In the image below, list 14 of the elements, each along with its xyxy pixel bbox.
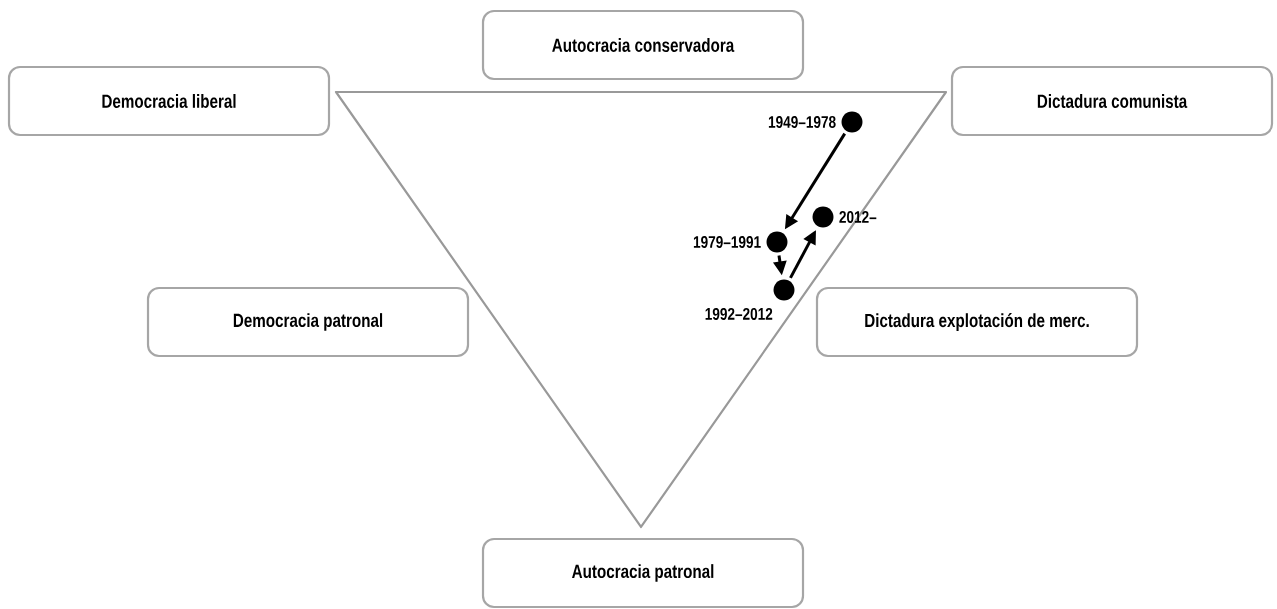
date-label: 2012– bbox=[839, 210, 877, 223]
label-box: Autocracia conservadora bbox=[481, 9, 805, 81]
label-box: Dictadura comunista bbox=[950, 65, 1274, 137]
label-box: Democracia patronal bbox=[146, 286, 470, 358]
label-box: Autocracia patronal bbox=[481, 537, 805, 609]
label-box: Democracia liberal bbox=[7, 65, 331, 137]
dot bbox=[812, 206, 834, 228]
dot bbox=[773, 279, 795, 301]
date-label: 1992–2012 bbox=[705, 307, 773, 320]
dot bbox=[841, 111, 863, 133]
dot bbox=[766, 231, 788, 253]
label-box: Dictadura explotación de merc. bbox=[815, 286, 1139, 358]
date-label: 1979–1991 bbox=[693, 235, 761, 248]
date-label: 1949–1978 bbox=[768, 115, 836, 128]
